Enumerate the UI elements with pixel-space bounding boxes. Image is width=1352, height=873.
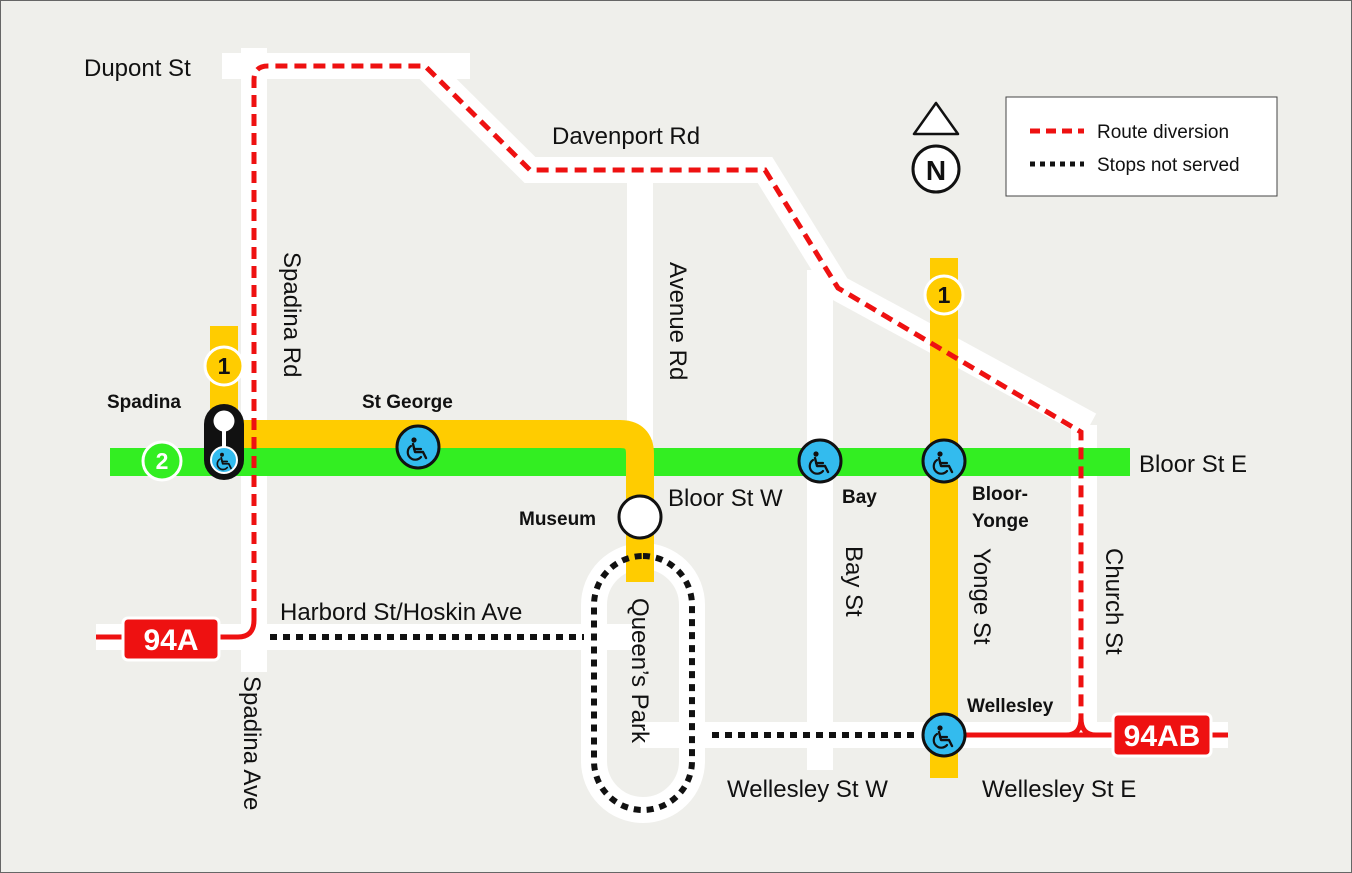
bloor-yonge-station-label-line2: Yonge [972, 511, 1029, 532]
stations [204, 404, 967, 758]
route-94a-label: 94A [143, 624, 198, 657]
route-94a-badge [121, 616, 221, 662]
wellesley-station-label: Wellesley [967, 696, 1054, 717]
legend-box [1005, 96, 1278, 197]
wellesley-e-label: Wellesley St E [982, 776, 1136, 803]
davenport-label: Davenport Rd [552, 123, 700, 150]
bay-station-marker [797, 438, 843, 484]
north-arrow-icon: N [911, 101, 961, 194]
route-94ab-badge [1111, 712, 1213, 758]
north-arrow-triangle [912, 101, 960, 136]
route-94ab-label: 94AB [1124, 720, 1201, 753]
wellesley-w-label: Wellesley St W [727, 776, 888, 803]
queens-park-label: Queen’s Park [626, 598, 653, 744]
street-labels: Dupont St Davenport Rd Spadina Rd Avenue… [84, 55, 1247, 810]
wellesley-station-marker [921, 712, 967, 758]
line1-university-segment [240, 420, 654, 582]
museum-station-marker [617, 494, 663, 540]
route-badges: 94A 94AB [121, 616, 1213, 758]
line1-badge-west-label: 1 [218, 353, 231, 379]
queens-park-not-served [591, 553, 695, 813]
line1-badge-east-label: 1 [938, 282, 951, 308]
line1-badge-west [203, 345, 245, 387]
spadina-station-label: Spadina [107, 392, 181, 413]
museum-station-label: Museum [519, 509, 596, 530]
avenue-rd-label: Avenue Rd [664, 262, 691, 380]
bay-station-label: Bay [842, 487, 877, 508]
west-diversion-dashed [251, 63, 1084, 728]
bloor-w-label: Bloor St W [668, 485, 783, 512]
legend-diversion-label: Route diversion [1097, 122, 1229, 143]
line1-badge-east [923, 274, 965, 316]
bay-st-label: Bay St [840, 546, 867, 617]
line2-bloor-danforth [110, 448, 1130, 476]
line2-badge [141, 440, 183, 482]
north-arrow-label: N [926, 155, 946, 186]
bloor-e-label: Bloor St E [1139, 451, 1247, 478]
west-route-solid [96, 619, 257, 640]
spadina-rd-label: Spadina Rd [278, 252, 305, 377]
spadina-station-interchange [213, 410, 235, 432]
legend-not-served-label: Stops not served [1097, 155, 1240, 176]
church-st-label: Church St [1100, 548, 1127, 655]
line-badges: 1 1 2 [141, 274, 965, 482]
yonge-st-label: Yonge St [968, 548, 995, 645]
bloor-yonge-station-label-line1: Bloor- [972, 484, 1028, 505]
harbord-label: Harbord St/Hoskin Ave [280, 599, 522, 626]
bloor-yonge-station-marker [921, 438, 967, 484]
line1-yonge-segment [930, 258, 958, 778]
east-route-curve-right [1078, 717, 1097, 738]
spadina-ave-label: Spadina Ave [238, 676, 265, 810]
north-arrow-circle [911, 144, 961, 194]
legend: Route diversion Stops not served [1005, 96, 1278, 197]
st-george-station-marker [395, 424, 441, 470]
st-george-station-label: St George [362, 392, 453, 413]
line2-badge-label: 2 [156, 448, 169, 474]
dupont-label: Dupont St [84, 55, 191, 82]
station-labels: Spadina St George Museum Bay Bloor- Yong… [107, 392, 1054, 717]
stops-not-served-paths [270, 553, 918, 813]
